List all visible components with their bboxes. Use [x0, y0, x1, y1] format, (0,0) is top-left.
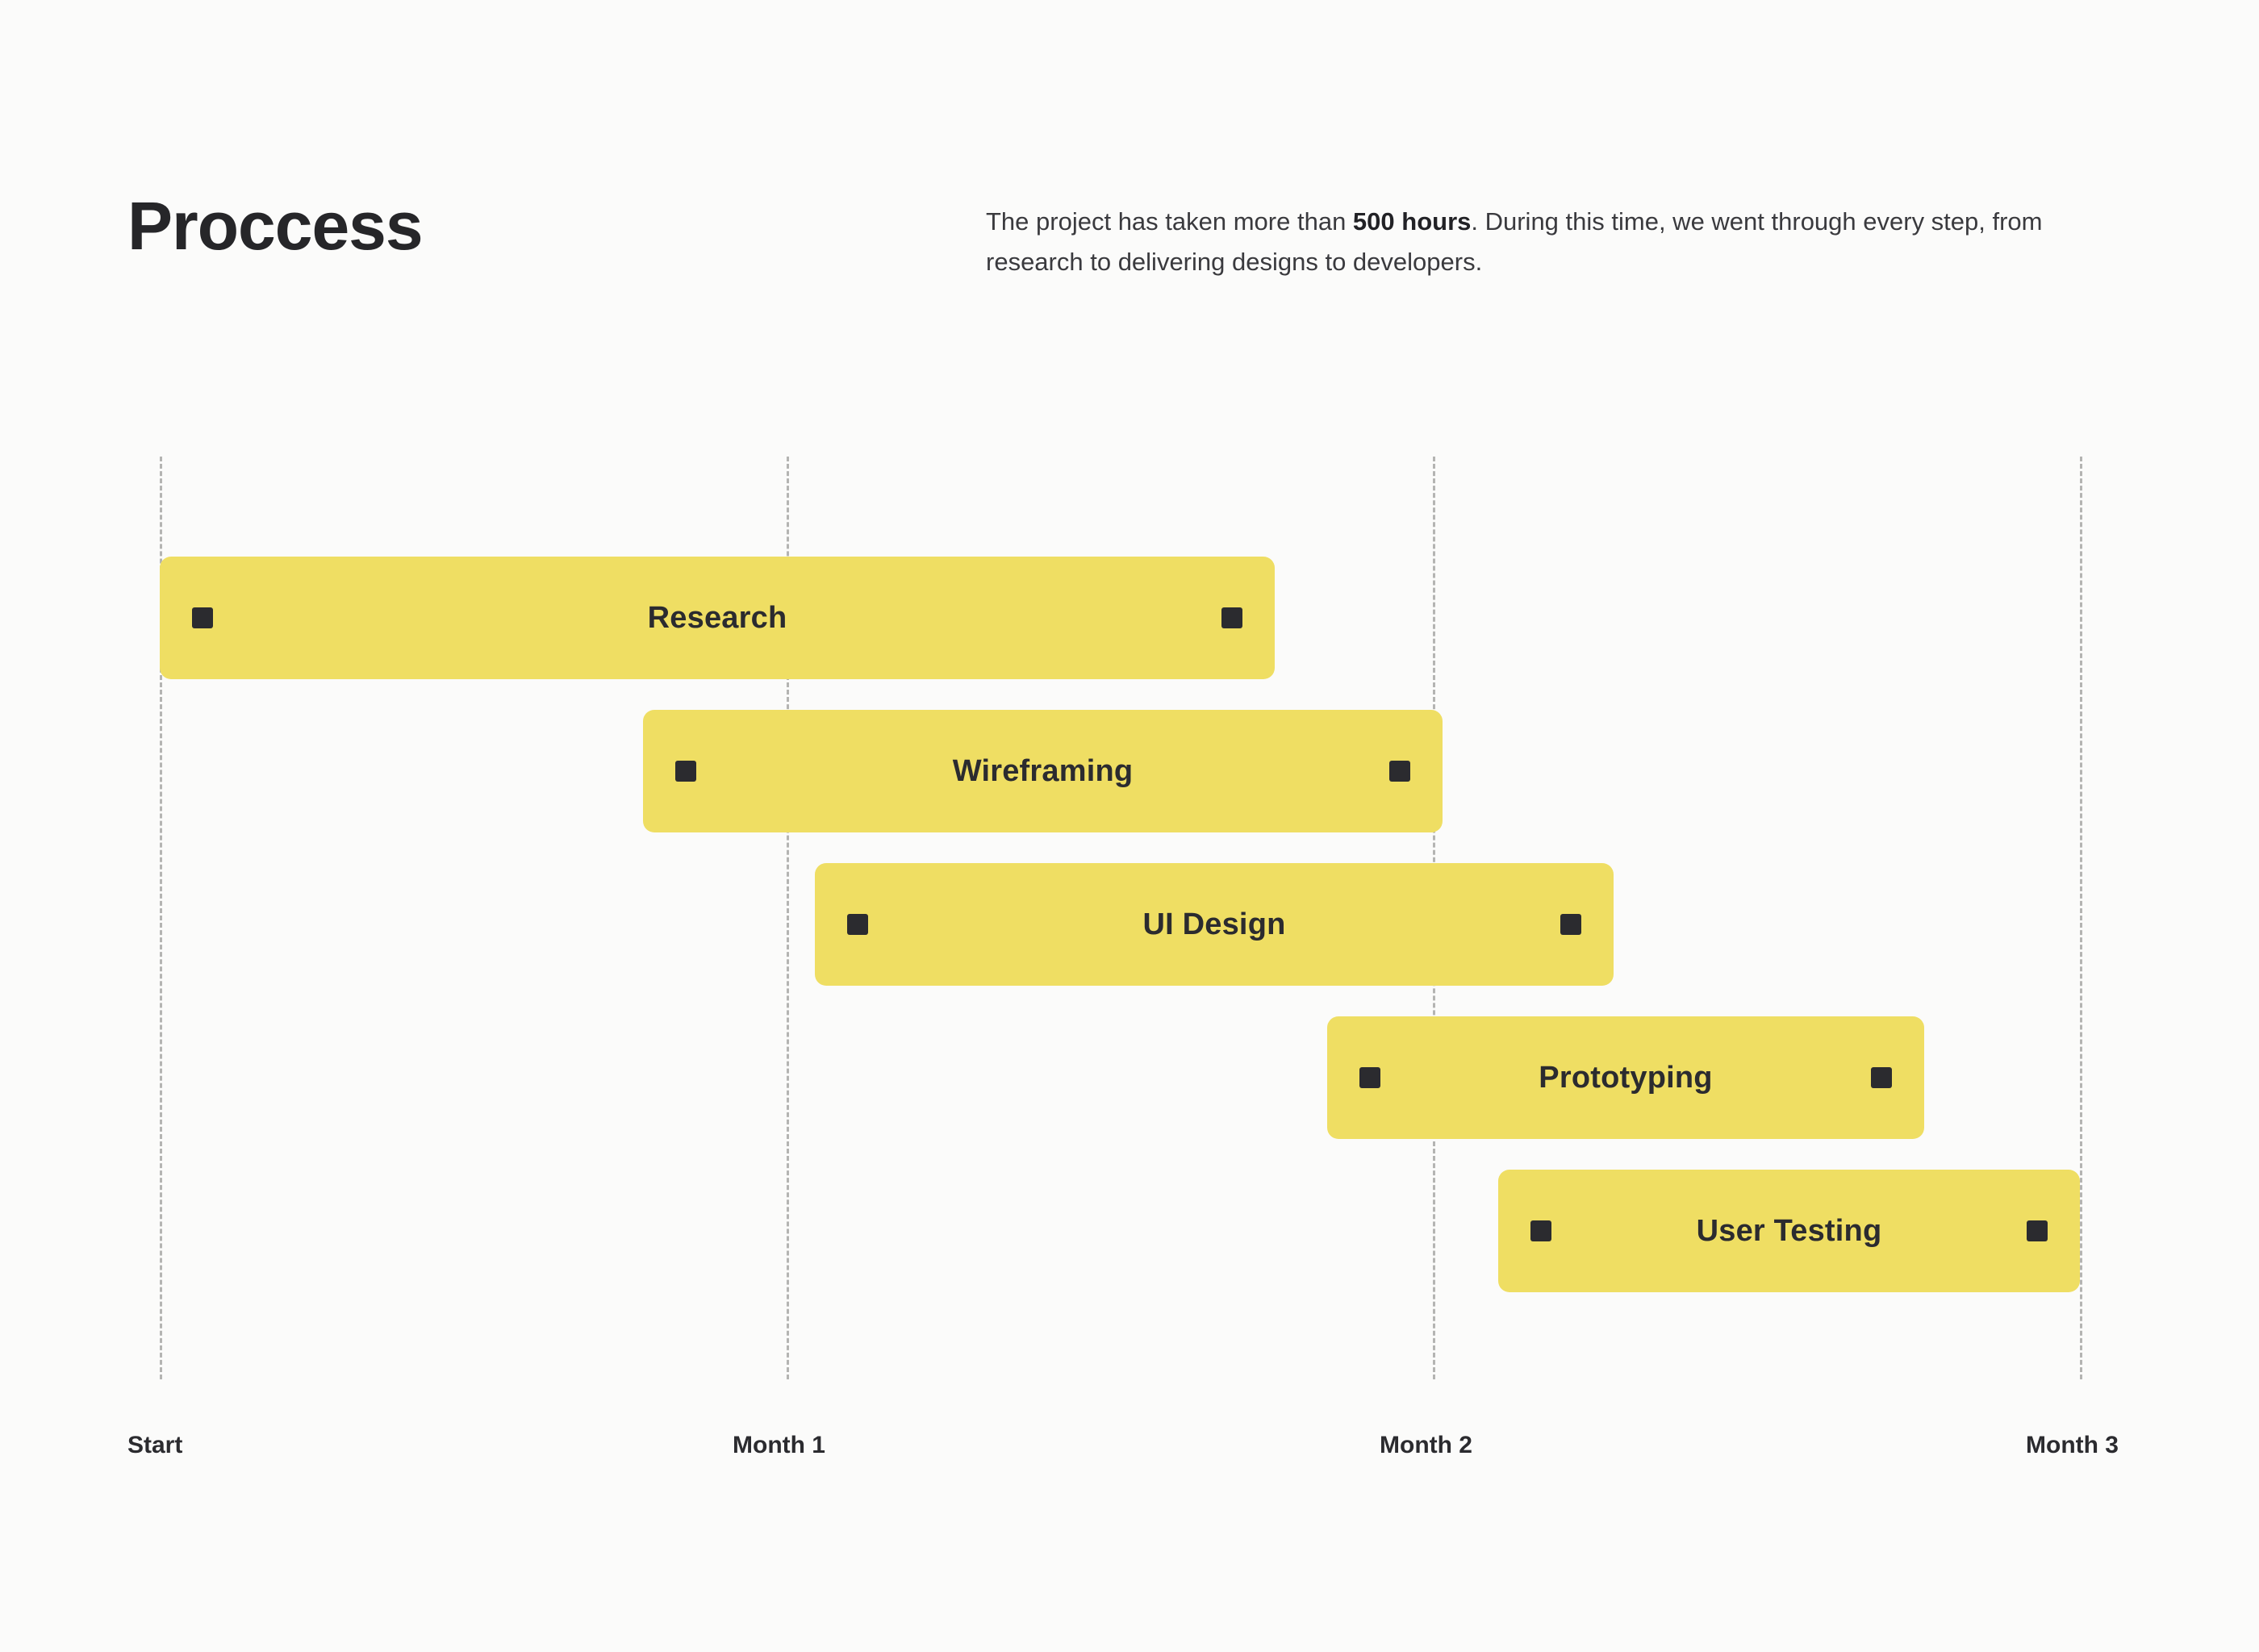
page-title: Proccess: [127, 188, 424, 264]
axis-label-start: Start: [127, 1432, 183, 1458]
axis-label-month-3: Month 3: [2026, 1432, 2119, 1458]
gantt-bar-wireframing[interactable]: Wireframing: [643, 710, 1443, 832]
resize-handle-right-icon[interactable]: [1871, 1067, 1892, 1088]
resize-handle-right-icon[interactable]: [1389, 761, 1410, 782]
gantt-bar-prototyping[interactable]: Prototyping: [1327, 1016, 1924, 1139]
resize-handle-right-icon[interactable]: [2027, 1220, 2048, 1241]
axis-label-month-2: Month 2: [1380, 1432, 1472, 1458]
intro-text-after: . During this time, we went through ever…: [986, 207, 2043, 277]
resize-handle-left-icon[interactable]: [675, 761, 696, 782]
gridline-start: [160, 457, 162, 1379]
gantt-bar-ui-design[interactable]: UI Design: [815, 863, 1614, 986]
gantt-bar-label: User Testing: [1696, 1213, 1882, 1248]
intro-hours-highlight: 500 hours: [1352, 207, 1472, 236]
resize-handle-left-icon[interactable]: [192, 607, 213, 628]
page-header: Proccess The project has taken more than…: [0, 0, 2259, 339]
gantt-bar-label: Wireframing: [952, 753, 1134, 788]
gantt-bar-label: Prototyping: [1539, 1060, 1713, 1095]
gridline-month-3: [2080, 457, 2082, 1379]
gantt-bar-user-testing[interactable]: User Testing: [1498, 1170, 2080, 1292]
resize-handle-left-icon[interactable]: [847, 914, 868, 935]
resize-handle-right-icon[interactable]: [1560, 914, 1581, 935]
axis-label-month-1: Month 1: [733, 1432, 825, 1458]
intro-paragraph: The project has taken more than 500 hour…: [986, 202, 2115, 282]
gantt-bar-research[interactable]: Research: [160, 557, 1275, 679]
resize-handle-left-icon[interactable]: [1530, 1220, 1551, 1241]
gridline-month-1: [787, 457, 789, 1379]
intro-text-before: The project has taken more than: [986, 207, 1353, 236]
resize-handle-left-icon[interactable]: [1359, 1067, 1380, 1088]
resize-handle-right-icon[interactable]: [1221, 607, 1242, 628]
gantt-bar-label: UI Design: [1142, 907, 1286, 941]
gantt-bar-label: Research: [647, 600, 787, 635]
